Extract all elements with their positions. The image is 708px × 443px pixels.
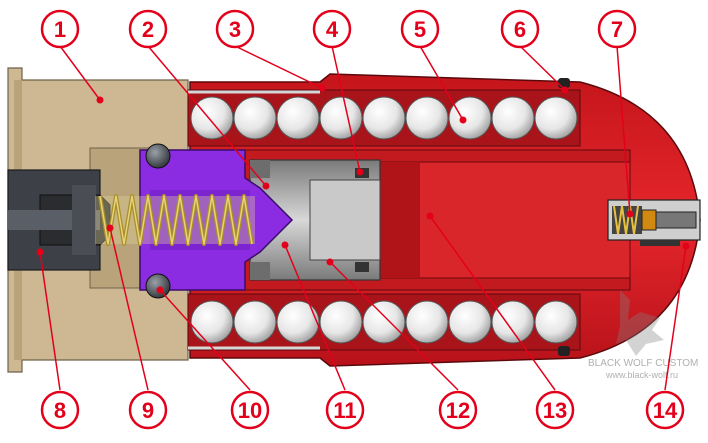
callout-4: 4 [312, 9, 352, 49]
detent-balls [145, 143, 171, 299]
callout-6: 6 [500, 9, 540, 49]
callout-14: 14 [645, 390, 685, 430]
leader-dots [36, 84, 690, 294]
leader-lines [39, 45, 687, 391]
nose-details [558, 78, 680, 356]
spring [95, 194, 255, 246]
callout-1-label: 1 [54, 17, 66, 42]
callout-8: 8 [40, 390, 80, 430]
callout-11: 11 [325, 390, 365, 430]
callout-2: 2 [128, 9, 168, 49]
callout-2-label: 2 [142, 17, 154, 42]
callout-12-label: 12 [446, 398, 470, 423]
callout-1: 1 [40, 9, 80, 49]
watermark-name: BLACK WOLF CUSTOM [588, 358, 698, 369]
steel-balls-bottom [190, 300, 578, 344]
callout-6-label: 6 [514, 17, 526, 42]
callout-3-label: 3 [229, 17, 241, 42]
callout-3: 3 [215, 9, 255, 49]
callout-9-label: 9 [142, 398, 154, 423]
callout-4-label: 4 [326, 17, 339, 42]
tip-valve [607, 199, 701, 241]
callout-7-label: 7 [611, 17, 623, 42]
callout-9: 9 [128, 390, 168, 430]
callout-8-label: 8 [54, 398, 66, 423]
callout-13: 13 [535, 390, 575, 430]
callout-5-label: 5 [414, 17, 426, 42]
callout-11-label: 11 [333, 398, 356, 423]
callout-14-label: 14 [653, 398, 678, 423]
callout-13-label: 13 [543, 398, 567, 423]
wolf-logo [616, 290, 664, 356]
callout-12: 12 [438, 390, 478, 430]
callout-10: 10 [230, 390, 270, 430]
watermark-url: www.black-wolf.ru [605, 370, 678, 380]
steel-balls-top [190, 96, 578, 140]
callout-5: 5 [400, 9, 440, 49]
callout-10-label: 10 [238, 398, 262, 423]
base-rod [7, 169, 111, 271]
callout-7: 7 [597, 9, 637, 49]
